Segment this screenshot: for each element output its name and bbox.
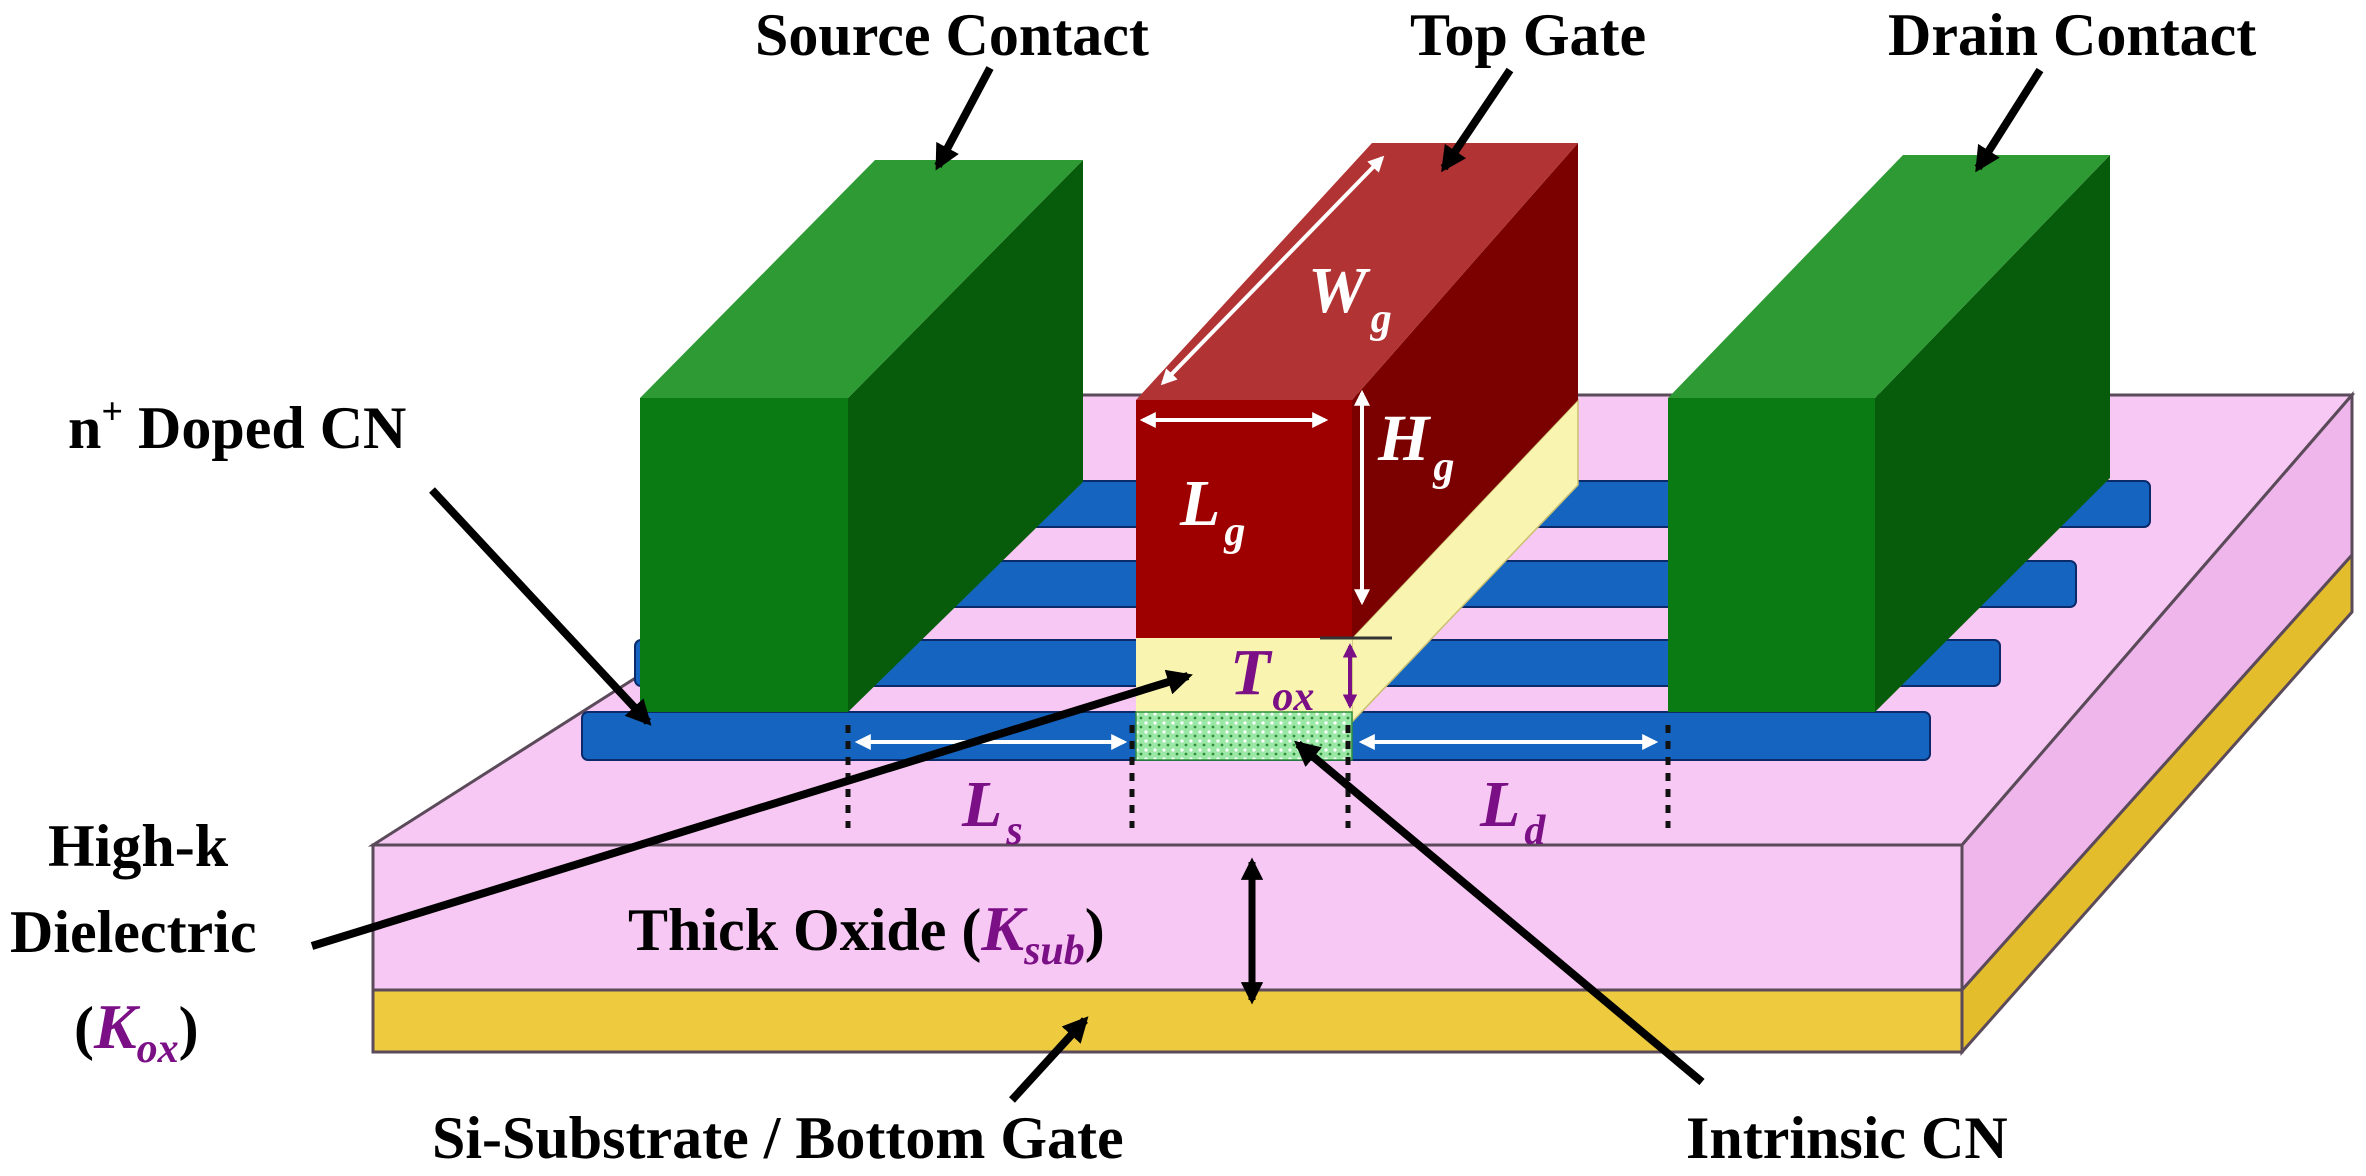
thick-oxide-label: Thick Oxide (Ksub) bbox=[628, 893, 1105, 974]
high-k-dielectric-pointer bbox=[310, 669, 1193, 950]
wg-arrow bbox=[1160, 155, 1385, 386]
intrinsic-cn-pointer bbox=[1294, 740, 1705, 1086]
lg-symbol: Lg bbox=[1179, 467, 1245, 555]
drain-contact-front bbox=[1668, 398, 1875, 712]
top-gate-pointer bbox=[1440, 67, 1514, 173]
drain-contact-top bbox=[1668, 155, 2110, 398]
ld-symbol: Ld bbox=[1479, 768, 1546, 854]
source-contact-front bbox=[640, 398, 848, 712]
source-contact-pointer bbox=[934, 66, 994, 171]
n-doped-cn-label: n+ Doped CN bbox=[68, 391, 406, 461]
drain-contact-side bbox=[1875, 155, 2110, 712]
hg-symbol: Hg bbox=[1377, 402, 1454, 490]
high-k-label-line2: Dielectric bbox=[10, 899, 256, 965]
dimension-arrows bbox=[854, 155, 1659, 750]
si-substrate-pointer bbox=[1009, 1016, 1089, 1103]
drain-contact-block bbox=[1668, 155, 2110, 712]
intrinsic-cn-label: Intrinsic CN bbox=[1686, 1105, 2008, 1171]
k-ox-label: (Kox) bbox=[74, 991, 199, 1072]
top-gate-label: Top Gate bbox=[1410, 2, 1646, 68]
top-gate-front bbox=[1136, 400, 1352, 638]
bottom-gate-side bbox=[1960, 551, 2354, 1056]
si-substrate-label: Si-Substrate / Bottom Gate bbox=[432, 1105, 1124, 1171]
source-contact-top bbox=[640, 160, 1083, 398]
ls-symbol: Ls bbox=[961, 768, 1023, 854]
n-doped-cn-pointer bbox=[429, 487, 652, 726]
tox-symbol: Tox bbox=[1230, 636, 1314, 720]
bottom-gate-front bbox=[371, 988, 1964, 1054]
drain-contact-pointer bbox=[1974, 67, 2044, 173]
intrinsic-cn-segment bbox=[1135, 711, 1353, 761]
wg-symbol: Wg bbox=[1308, 254, 1392, 342]
top-gate-side bbox=[1352, 143, 1578, 638]
source-contact-side bbox=[848, 160, 1083, 712]
pointer-arrows bbox=[310, 66, 2044, 1103]
boundary-dotted-lines bbox=[845, 725, 1671, 828]
substrate-front-face bbox=[371, 843, 1964, 992]
high-k-dielectric-block bbox=[1136, 398, 1579, 724]
source-contact-label: Source Contact bbox=[755, 2, 1149, 68]
source-contact-block bbox=[640, 160, 1083, 712]
high-k-label-line1: High-k bbox=[48, 813, 229, 879]
drain-contact-label: Drain Contact bbox=[1888, 2, 2256, 68]
